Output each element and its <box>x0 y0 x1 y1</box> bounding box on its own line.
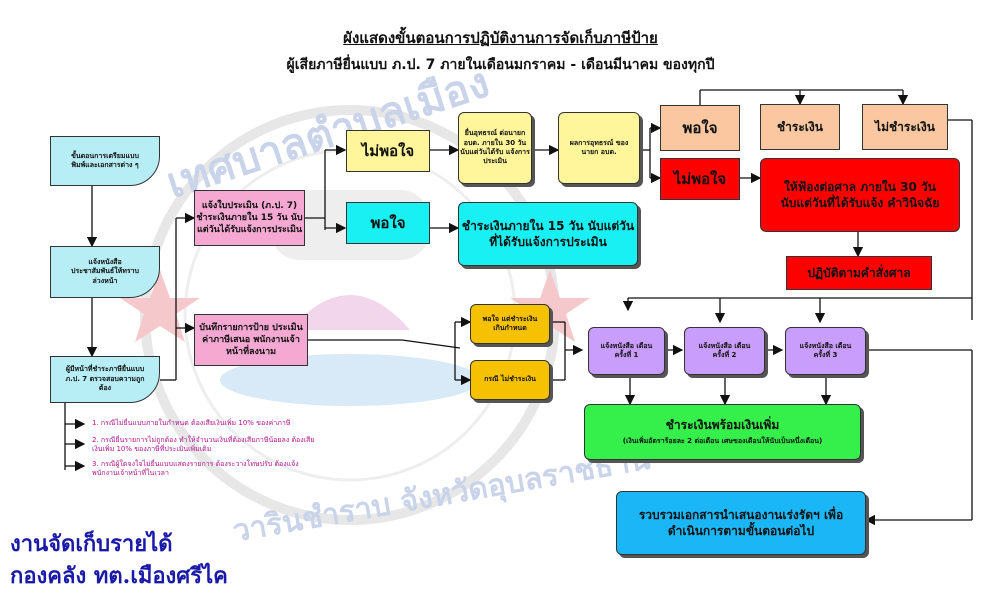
note-1-text: กรณีไม่ยื่นแบบภายในกำหนด ต้องเสียเงินเพิ… <box>100 419 291 427</box>
step-pay-within-15-days: ชำระเงินภายใน 15 วัน นับแต่วันที่ได้รับแ… <box>458 202 638 266</box>
step-appeal-result-label: ผลการอุทธรณ์ ของ นายก อบต. <box>569 138 629 156</box>
step-sue-in-court-label: ให้ฟ้องต่อศาล ภายใน 30 วัน นับแต่วันที่ไ… <box>780 179 940 210</box>
step-appeal-result: ผลการอุทธรณ์ ของ นายก อบต. <box>558 112 640 184</box>
step-file-form-label: ผู้มีหน้าที่ชำระภาษียื่นแบบ ภ.ป. 7 ตรวจส… <box>65 365 145 393</box>
note-2-text: กรณียื่นรายการไม่ถูกต้อง ทำให้จำนวนเงินท… <box>92 436 315 454</box>
footer-division: กองคลัง ทต.เมืองศรีไค <box>10 563 228 589</box>
note-3-number: 3. <box>92 460 99 468</box>
note-2-number: 2. <box>92 436 99 444</box>
step-satisfied-paid-late: พอใจ แต่ชำระเงิน เกินกำหนด <box>470 304 550 344</box>
step-record-signs: บันทึกรายการป้าย ประเมินค่าภาษีเสนอ พนัก… <box>194 314 308 366</box>
decision-satisfied-label: พอใจ <box>370 213 406 232</box>
step-notify-assessment-label: แจ้งใบประเมิน (ภ.ป. 7) ชำระเงินภายใน 15 … <box>196 200 303 236</box>
result-pay-label: ชำระเงิน <box>777 119 823 134</box>
note-3-text: กรณีผู้ใดจงใจไม่ยื่นแบบแสดงรายการ ต้องระ… <box>92 460 299 478</box>
page-title: ผังแสดงขั้นตอนการปฏิบัติงานการจัดเก็บภาษ… <box>343 29 658 47</box>
step-prepare-forms: ขั้นตอนการเตรียมแบบพิมพ์และเอกสารต่าง ๆ <box>50 136 160 186</box>
result-satisfied-label: พอใจ <box>682 118 718 137</box>
step-notice-2: แจ้งหนังสือ เตือนครั้งที่ 2 <box>684 327 765 375</box>
step-notify-assessment: แจ้งใบประเมิน (ภ.ป. 7) ชำระเงินภายใน 15 … <box>194 190 305 246</box>
note-3: 3. กรณีผู้ใดจงใจไม่ยื่นแบบแสดงรายการ ต้อ… <box>92 460 322 478</box>
decision-not-satisfied: ไม่พอใจ <box>346 130 430 172</box>
step-publicize: แจ้งหนังสือประชาสัมพันธ์ให้ทราบล่วงหน้า <box>50 246 160 298</box>
step-follow-court-order-label: ปฏิบัติตามคำสั่งศาล <box>807 265 911 280</box>
step-case-not-paid: กรณี ไม่ชำระเงิน <box>470 360 550 400</box>
result-not-pay-label: ไม่ชำระเงิน <box>875 119 935 134</box>
step-pay-with-surcharge-note: (เงินเพิ่มอัตราร้อยละ 2 ต่อเดือน เศษของเ… <box>622 437 823 446</box>
step-notice-3-label: แจ้งหนังสือ เตือนครั้งที่ 3 <box>799 341 852 359</box>
step-follow-court-order: ปฏิบัติตามคำสั่งศาล <box>786 256 932 290</box>
footer-department: งานจัดเก็บรายได้ <box>10 531 173 557</box>
step-pay-with-surcharge-label: ชำระเงินพร้อมเงินเพิ่ม <box>665 418 780 433</box>
watermark-seal: เทศบาลตำบลเมือง วารินชำราบ จังหวัดอุบลรา… <box>120 57 653 549</box>
step-record-signs-label: บันทึกรายการป้าย ประเมินค่าภาษีเสนอ พนัก… <box>199 322 303 358</box>
step-notice-1: แจ้งหนังสือ เตือนครั้งที่ 1 <box>588 327 665 375</box>
step-collect-documents: รวบรวมเอกสารนำเสนองานเร่งรัดฯ เพื่อดำเนิ… <box>616 491 866 555</box>
page-subtitle: ผู้เสียภาษียื่นแบบ ภ.ป. 7 ภายในเดือนมกรา… <box>286 57 715 73</box>
result-pay: ชำระเงิน <box>760 104 840 150</box>
decision-satisfied: พอใจ <box>346 202 430 244</box>
result-not-satisfied: ไม่พอใจ <box>660 158 740 200</box>
step-notice-3: แจ้งหนังสือ เตือนครั้งที่ 3 <box>785 327 866 375</box>
step-appeal-label: ยื่นอุทธรณ์ ต่อนายก อบต. ภายใน 30 วัน นั… <box>460 129 530 166</box>
result-not-satisfied-label: ไม่พอใจ <box>673 169 727 188</box>
step-collect-documents-label: รวบรวมเอกสารนำเสนองานเร่งรัดฯ เพื่อดำเนิ… <box>638 507 844 538</box>
result-not-pay: ไม่ชำระเงิน <box>862 104 948 150</box>
step-notice-2-label: แจ้งหนังสือ เตือนครั้งที่ 2 <box>698 341 751 359</box>
step-pay-within-15-days-label: ชำระเงินภายใน 15 วัน นับแต่วันที่ได้รับแ… <box>461 218 635 249</box>
step-sue-in-court: ให้ฟ้องต่อศาล ภายใน 30 วัน นับแต่วันที่ไ… <box>760 158 960 232</box>
step-case-not-paid-label: กรณี ไม่ชำระเงิน <box>484 375 536 384</box>
step-publicize-label: แจ้งหนังสือประชาสัมพันธ์ให้ทราบล่วงหน้า <box>71 257 139 285</box>
note-1: 1. กรณีไม่ยื่นแบบภายในกำหนด ต้องเสียเงิน… <box>92 419 322 428</box>
step-file-form: ผู้มีหน้าที่ชำระภาษียื่นแบบ ภ.ป. 7 ตรวจส… <box>50 356 160 403</box>
note-1-number: 1. <box>92 419 99 427</box>
step-notice-1-label: แจ้งหนังสือ เตือนครั้งที่ 1 <box>600 341 653 359</box>
decision-not-satisfied-label: ไม่พอใจ <box>361 141 415 160</box>
step-pay-with-surcharge: ชำระเงินพร้อมเงินเพิ่ม (เงินเพิ่มอัตราร้… <box>584 404 861 460</box>
step-satisfied-paid-late-label: พอใจ แต่ชำระเงิน เกินกำหนด <box>482 314 538 332</box>
result-satisfied: พอใจ <box>660 105 740 151</box>
step-appeal: ยื่นอุทธรณ์ ต่อนายก อบต. ภายใน 30 วัน นั… <box>458 112 532 184</box>
step-prepare-forms-label: ขั้นตอนการเตรียมแบบพิมพ์และเอกสารต่าง ๆ <box>71 151 139 169</box>
note-2: 2. กรณียื่นรายการไม่ถูกต้อง ทำให้จำนวนเง… <box>92 436 322 454</box>
